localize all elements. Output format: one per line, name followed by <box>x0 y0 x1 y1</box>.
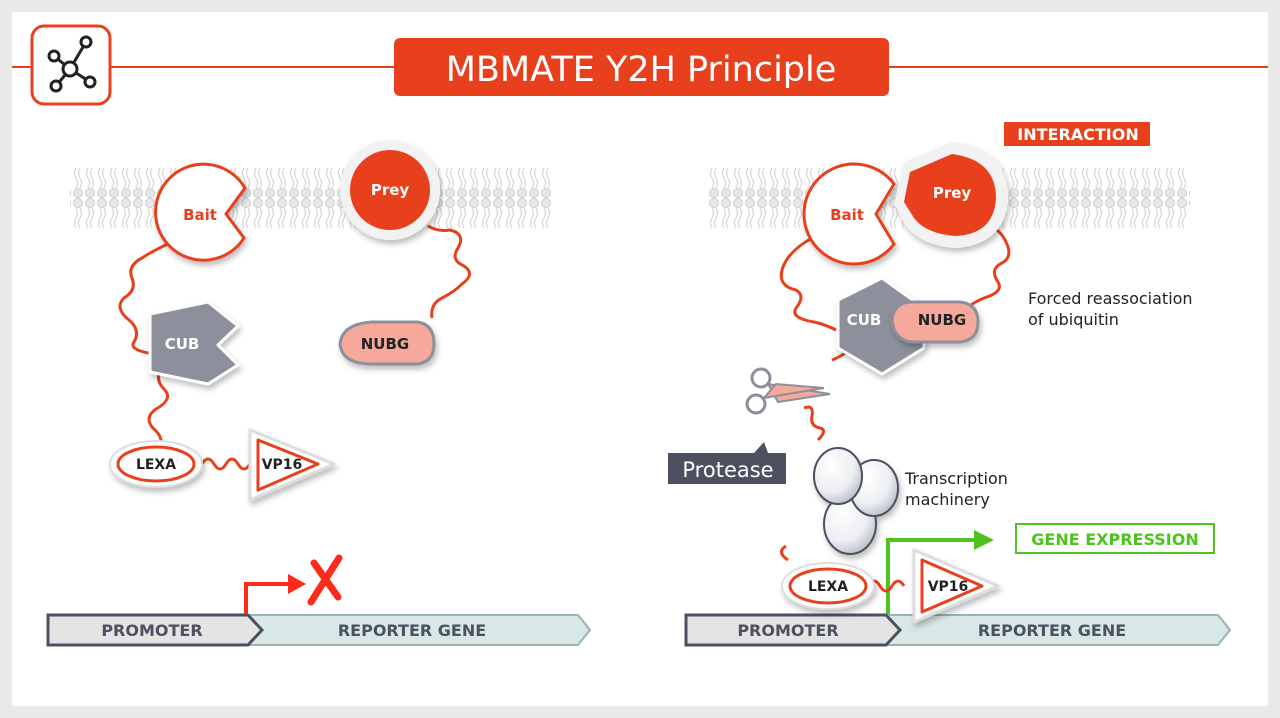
right-nubg-label: NUBG <box>918 311 966 329</box>
left-expression-arrow <box>244 582 292 614</box>
interaction-badge <box>1004 122 1150 146</box>
left-membrane <box>70 168 552 230</box>
left-nubg <box>338 320 436 366</box>
right-cub-label: CUB <box>847 311 882 329</box>
left-nubg-label: NUBG <box>361 335 409 353</box>
right-promoter-label: PROMOTER <box>737 621 838 640</box>
transcription-machinery <box>813 447 899 555</box>
network-nodes-icon <box>47 35 97 93</box>
right-lexa-label: LEXA <box>808 579 848 595</box>
left-promoter-bar <box>46 613 265 647</box>
reassociation-text-1: Forced reassociation <box>1028 289 1193 308</box>
cub-linker <box>147 366 170 452</box>
left-bait-label: Bait <box>183 206 217 224</box>
right-reporter-label: REPORTER GENE <box>978 621 1126 640</box>
left-prey-label: Prey <box>371 181 410 199</box>
lexa-vp16-linker <box>200 457 252 471</box>
right-lexa-tail <box>780 544 789 562</box>
right-vp16-label: VP16 <box>928 579 969 595</box>
protease-callout <box>668 442 786 484</box>
left-cub-label: CUB <box>165 335 200 353</box>
gene-expression-box <box>1015 523 1215 554</box>
reassociation-text-2: of ubiquitin <box>1028 310 1119 329</box>
right-cub <box>836 276 926 376</box>
right-nubg <box>890 300 980 344</box>
logo-badge <box>30 24 112 106</box>
title-banner <box>394 38 889 96</box>
machinery-text-2: machinery <box>905 490 990 509</box>
left-bait <box>154 162 247 262</box>
machinery-text-1: Transcription <box>904 469 1008 488</box>
blocked-x-icon <box>307 554 343 606</box>
left-lexa-label: LEXA <box>136 457 176 473</box>
scissors-icon <box>745 367 831 415</box>
right-vp16 <box>912 548 1000 624</box>
right-bait-linker <box>779 236 837 332</box>
diagram-canvas: MBMATE Y2H Principle Bait Prey CUB NUBG … <box>12 12 1268 706</box>
left-lexa <box>109 440 203 488</box>
right-prey-label: Prey <box>933 184 972 202</box>
left-prey <box>340 140 440 240</box>
prey-linker <box>427 224 471 319</box>
page-title: MBMATE Y2H Principle <box>446 50 837 90</box>
left-reporter-label: REPORTER GENE <box>338 621 486 640</box>
right-arrow-head <box>974 530 994 550</box>
left-vp16 <box>248 428 336 502</box>
gene-expression-label: GENE EXPRESSION <box>1031 530 1198 549</box>
right-bait <box>802 162 896 266</box>
cut-linker <box>803 405 825 442</box>
bait-linker <box>118 236 183 356</box>
right-lexa <box>781 562 875 610</box>
right-bait-label: Bait <box>830 206 864 224</box>
right-promoter-bar <box>684 613 903 647</box>
right-prey-linker <box>963 220 1011 312</box>
left-vp16-label: VP16 <box>262 457 303 473</box>
left-promoter-label: PROMOTER <box>101 621 202 640</box>
protease-label: Protease <box>682 458 773 482</box>
interaction-label: INTERACTION <box>1017 125 1139 144</box>
left-cub <box>148 300 240 386</box>
right-prey <box>894 142 1008 248</box>
left-arrow-head <box>288 574 306 594</box>
